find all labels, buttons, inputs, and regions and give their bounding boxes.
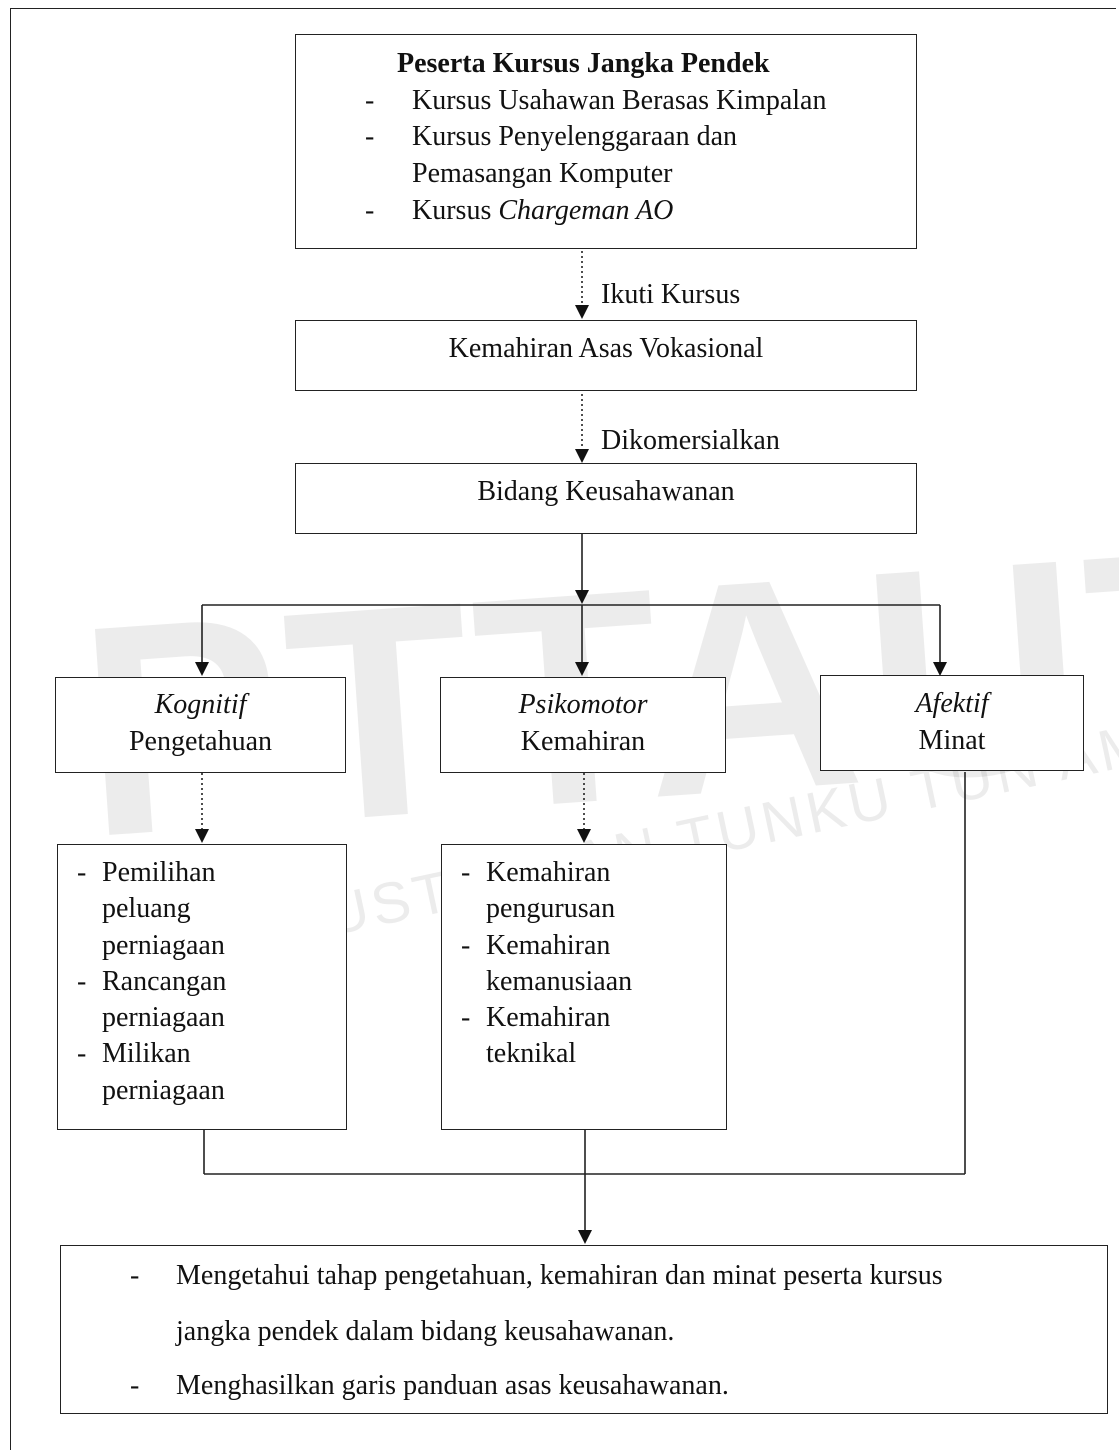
bullet-2: - <box>365 121 375 152</box>
cognitive-item-2-line1: Rancangan <box>102 966 227 997</box>
outcome-item-2: Menghasilkan garis panduan asas keusahaw… <box>176 1370 729 1401</box>
cognitive-bullet-3: - <box>77 1038 87 1069</box>
outcome-bullet-2: - <box>130 1370 140 1401</box>
psychomotor-item-1-line2: pengurusan <box>486 893 616 924</box>
cognitive-box <box>55 677 346 773</box>
cognitive-item-1-line2: peluang <box>102 893 191 924</box>
psychomotor-item-3-line2: teknikal <box>486 1038 577 1069</box>
cognitive-item-3-line2: perniagaan <box>102 1075 225 1106</box>
course-chargeman-prefix: Kursus <box>412 195 499 226</box>
cognitive-item-3-line1: Milikan <box>102 1038 191 1069</box>
psychomotor-bullet-3: - <box>461 1002 471 1033</box>
cognitive-item-1-line1: Pemilihan <box>102 857 216 888</box>
cognitive-label: Pengetahuan <box>128 726 273 757</box>
cognitive-list-box <box>57 844 347 1130</box>
course-computer-line1: Kursus Penyelenggaraan dan <box>412 121 738 152</box>
psychomotor-label: Kemahiran <box>520 726 646 757</box>
psychomotor-list-box <box>441 844 727 1130</box>
outcome-item-1-line1: Mengetahui tahap pengetahuan, kemahiran … <box>176 1260 943 1291</box>
participants-box <box>295 34 917 249</box>
psychomotor-item-1-line1: Kemahiran <box>486 857 611 888</box>
page-frame <box>10 8 1116 1450</box>
psychomotor-bullet-2: - <box>461 930 471 961</box>
cognitive-bullet-2: - <box>77 966 87 997</box>
outcome-item-1-line2: jangka pendek dalam bidang keusahawanan. <box>176 1316 675 1347</box>
participants-title: Peserta Kursus Jangka Pendek <box>397 48 770 79</box>
outcome-box <box>60 1245 1108 1414</box>
course-chargeman-italic: Chargeman AO <box>498 195 674 226</box>
cognitive-item-1-line3: perniagaan <box>102 930 225 961</box>
psychomotor-box <box>440 677 726 773</box>
cognitive-bullet-1: - <box>77 857 87 888</box>
outcome-bullet-1: - <box>130 1260 140 1291</box>
cognitive-title: Kognitif <box>154 689 247 720</box>
entrepreneurship-box <box>295 463 917 534</box>
entrepreneurship-label: Bidang Keusahawanan <box>477 476 735 507</box>
bullet-3: - <box>365 195 375 226</box>
affective-box <box>820 675 1084 771</box>
psychomotor-item-2-line2: kemanusiaan <box>486 966 633 997</box>
psychomotor-title: Psikomotor <box>518 689 648 720</box>
cognitive-item-2-line2: perniagaan <box>102 1002 225 1033</box>
label-ikuti-kursus: Ikuti Kursus <box>601 279 741 310</box>
affective-title: Afektif <box>915 688 989 719</box>
course-computer-line2: Pemasangan Komputer <box>412 158 673 189</box>
psychomotor-item-2-line1: Kemahiran <box>486 930 611 961</box>
label-dikomersialkan: Dikomersialkan <box>601 425 780 456</box>
affective-label: Minat <box>918 725 986 756</box>
vocational-skills-label: Kemahiran Asas Vokasional <box>448 333 764 364</box>
psychomotor-item-3-line1: Kemahiran <box>486 1002 611 1033</box>
course-chargeman: Kursus Chargeman AO <box>412 193 673 229</box>
vocational-skills-box <box>295 320 917 391</box>
bullet-1: - <box>365 85 375 116</box>
course-welding: Kursus Usahawan Berasas Kimpalan <box>412 85 827 116</box>
psychomotor-bullet-1: - <box>461 857 471 888</box>
